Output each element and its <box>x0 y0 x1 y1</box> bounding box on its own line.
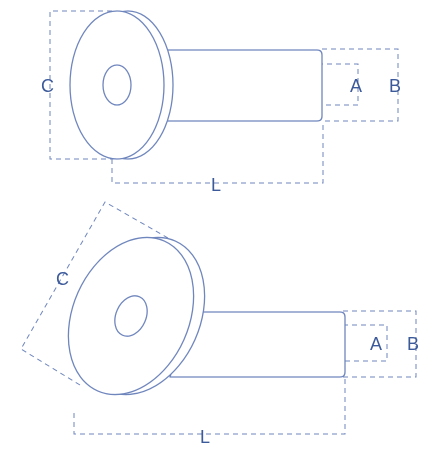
label-l: L <box>200 427 210 447</box>
label-b: B <box>407 334 419 354</box>
eye-hole <box>114 295 148 337</box>
label-a: A <box>350 76 362 96</box>
dimension-c <box>20 201 169 386</box>
shank <box>161 49 323 122</box>
dimension-b <box>322 48 399 122</box>
dimension-c <box>49 10 118 160</box>
top-view: C A B L <box>41 10 401 195</box>
shank <box>169 311 346 378</box>
label-l: L <box>211 175 221 195</box>
dimension-l <box>111 122 324 184</box>
bottom-view: C A B L <box>20 201 419 447</box>
label-c: C <box>41 76 54 96</box>
label-b: B <box>389 76 401 96</box>
dimension-b <box>343 310 417 378</box>
label-a: A <box>370 334 382 354</box>
eye-hole <box>102 64 132 106</box>
dimension-l <box>73 378 346 435</box>
label-c: C <box>56 269 69 289</box>
